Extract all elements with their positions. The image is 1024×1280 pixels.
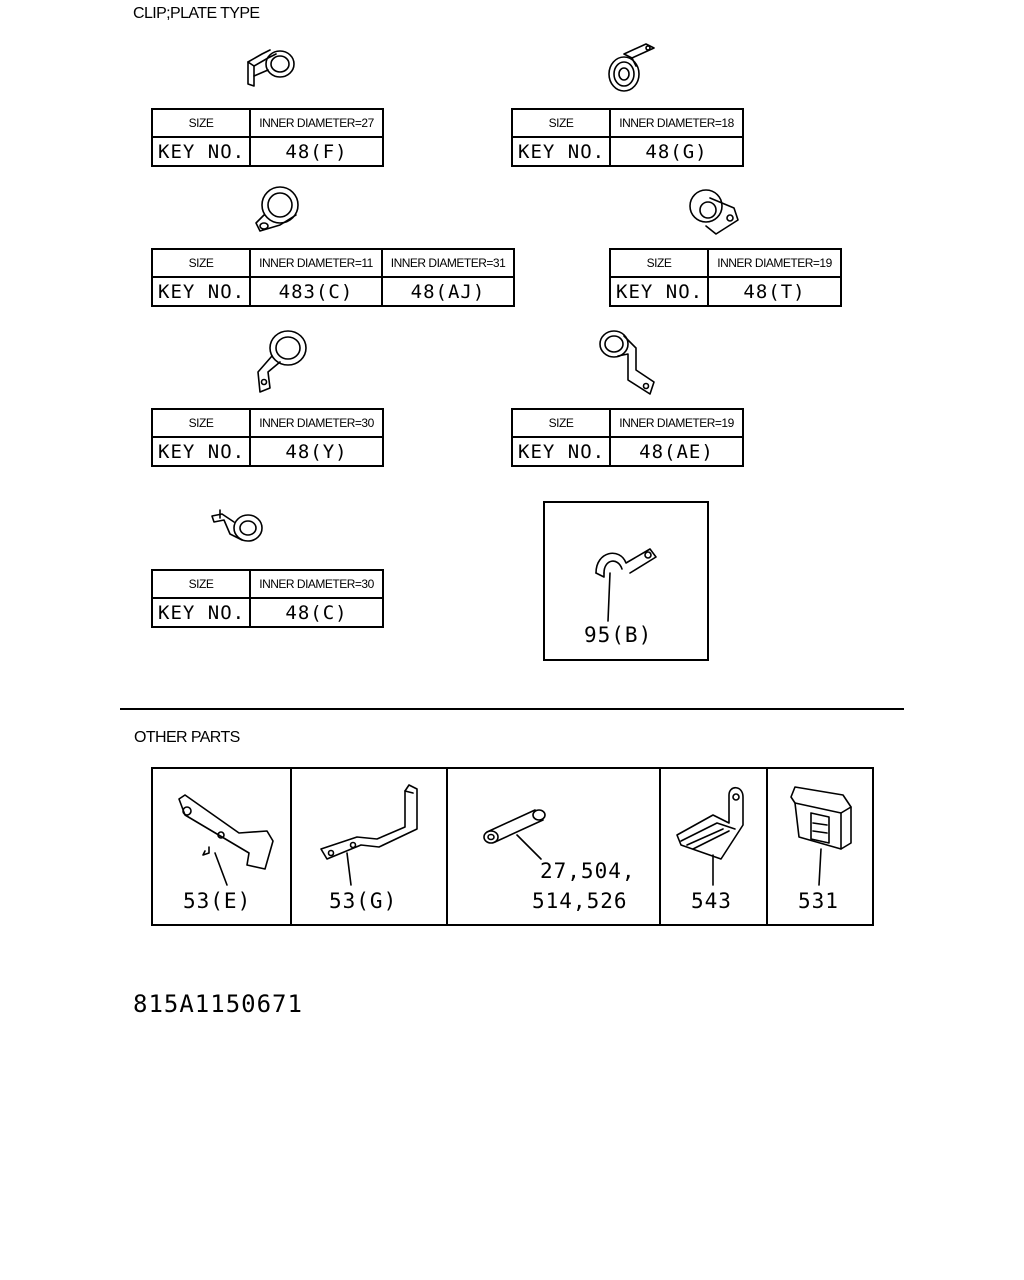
cell-divider — [290, 769, 292, 924]
other-parts-panel: 53(E) 53(G) 27,504, 514,526 543 — [151, 767, 874, 926]
clip-p-loop-icon — [255, 186, 299, 232]
clip-long-tab-icon — [257, 330, 307, 393]
angle-bracket-icon — [178, 794, 274, 870]
saddle-clip-box: 95(B) — [543, 501, 709, 661]
key-no-label: KEY NO. — [151, 276, 251, 307]
clip-offset-ring-icon — [247, 49, 295, 87]
spec-table-48y: SIZE INNER DIAMETER=30 KEY NO. 48(Y) — [151, 408, 384, 467]
clip-bent-arm-icon — [599, 330, 655, 395]
spec-table-483c-48aj: SIZE INNER DIAMETER=11 INNER DIAMETER=31… — [151, 248, 515, 307]
cell-divider — [766, 769, 768, 924]
section-title-other-parts: OTHER PARTS — [134, 729, 240, 746]
part-label: 27,504, — [540, 859, 636, 883]
size-header: SIZE — [511, 108, 611, 138]
part-label: 95(B) — [584, 623, 653, 647]
key-number: 48(F) — [249, 136, 384, 167]
inner-diameter-value: INNER DIAMETER=30 — [249, 569, 384, 599]
key-number: 48(G) — [609, 136, 744, 167]
inner-diameter-value: INNER DIAMETER=31 — [381, 248, 515, 278]
part-label: 543 — [691, 889, 732, 913]
key-number: 483(C) — [249, 276, 383, 307]
cell-divider — [446, 769, 448, 924]
spec-table-48t: SIZE INNER DIAMETER=19 KEY NO. 48(T) — [609, 248, 842, 307]
leader-line — [607, 572, 611, 622]
key-no-label: KEY NO. — [151, 597, 251, 628]
leader-line — [818, 848, 822, 886]
part-label: 53(G) — [329, 889, 398, 913]
box-clip-icon — [790, 786, 852, 850]
stepped-plate-icon — [320, 784, 418, 860]
drawing-number: 815A1150671 — [133, 990, 303, 1018]
leader-line — [214, 852, 228, 886]
part-label: 514,526 — [532, 889, 628, 913]
key-number: 48(C) — [249, 597, 384, 628]
section-divider — [120, 708, 904, 710]
key-no-label: KEY NO. — [151, 436, 251, 467]
spec-table-48f: SIZE INNER DIAMETER=27 KEY NO. 48(F) — [151, 108, 384, 167]
section-title-clip-plate-type: CLIP;PLATE TYPE — [133, 5, 260, 22]
sleeve-tube-icon — [483, 809, 546, 844]
key-no-label: KEY NO. — [511, 436, 611, 467]
clip-pin-ring-icon — [211, 509, 263, 542]
inner-diameter-value: INNER DIAMETER=19 — [609, 408, 744, 438]
leader-line — [516, 834, 542, 860]
channel-bracket-icon — [676, 786, 744, 860]
key-number: 48(Y) — [249, 436, 384, 467]
saddle-clip-icon — [595, 548, 657, 578]
size-header: SIZE — [151, 569, 251, 599]
key-no-label: KEY NO. — [511, 136, 611, 167]
part-label: 531 — [798, 889, 839, 913]
inner-diameter-value: INNER DIAMETER=27 — [249, 108, 384, 138]
inner-diameter-value: INNER DIAMETER=19 — [707, 248, 842, 278]
inner-diameter-value: INNER DIAMETER=11 — [249, 248, 383, 278]
clip-double-ring-icon — [608, 43, 655, 92]
cell-divider — [659, 769, 661, 924]
spec-table-48g: SIZE INNER DIAMETER=18 KEY NO. 48(G) — [511, 108, 744, 167]
key-number: 48(AJ) — [381, 276, 515, 307]
size-header: SIZE — [151, 408, 251, 438]
inner-diameter-value: INNER DIAMETER=30 — [249, 408, 384, 438]
clip-bracket-ring-icon — [689, 189, 739, 235]
size-header: SIZE — [609, 248, 709, 278]
spec-table-48c: SIZE INNER DIAMETER=30 KEY NO. 48(C) — [151, 569, 384, 628]
key-number: 48(AE) — [609, 436, 744, 467]
inner-diameter-value: INNER DIAMETER=18 — [609, 108, 744, 138]
size-header: SIZE — [511, 408, 611, 438]
key-number: 48(T) — [707, 276, 842, 307]
leader-line — [346, 852, 352, 886]
key-no-label: KEY NO. — [609, 276, 709, 307]
size-header: SIZE — [151, 248, 251, 278]
size-header: SIZE — [151, 108, 251, 138]
key-no-label: KEY NO. — [151, 136, 251, 167]
spec-table-48ae: SIZE INNER DIAMETER=19 KEY NO. 48(AE) — [511, 408, 744, 467]
leader-line — [712, 854, 714, 886]
part-label: 53(E) — [183, 889, 252, 913]
